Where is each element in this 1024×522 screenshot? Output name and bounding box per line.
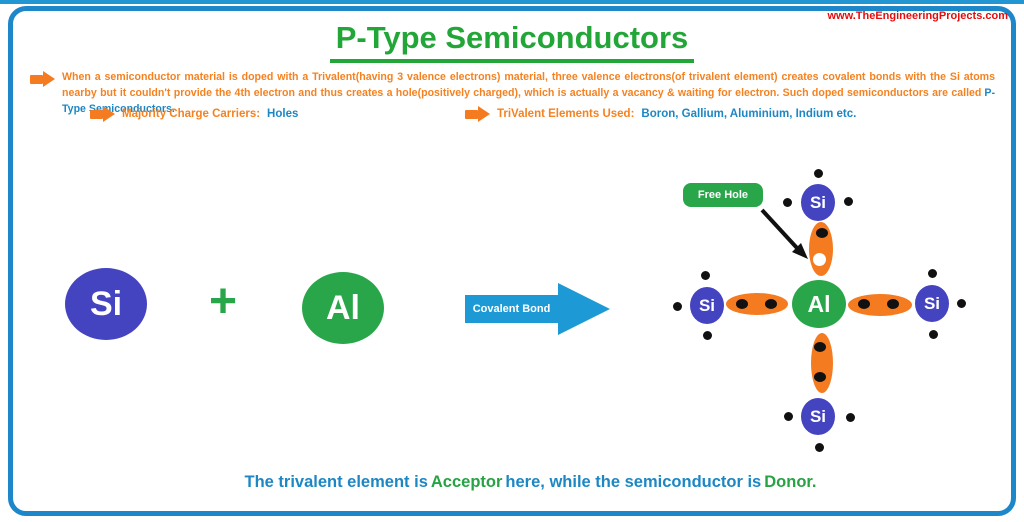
electron-dot	[957, 299, 966, 308]
covalent-bond-label: Covalent Bond	[472, 303, 551, 315]
hole-dot	[813, 253, 826, 266]
electron-dot	[765, 299, 777, 309]
electron-dot	[783, 198, 792, 207]
covalent-bond-arrow: Covalent Bond	[465, 283, 611, 335]
electron-dot	[816, 228, 828, 238]
free-hole-label: Free Hole	[683, 183, 763, 207]
diagram-frame	[8, 6, 1016, 516]
arrow-shaft	[30, 74, 43, 84]
covalent-bond-arrow-tip	[558, 283, 610, 335]
title-wrap: P-Type Semiconductors	[0, 20, 1024, 63]
arrow-head	[478, 106, 490, 122]
orange-arrow-icon	[90, 106, 115, 122]
page-title: P-Type Semiconductors	[329, 20, 695, 63]
footer-accent-acceptor: Acceptor	[430, 473, 503, 491]
footer-text-1: The trivalent element is	[244, 473, 428, 491]
footer-accent-donor: Donor.	[764, 473, 817, 491]
bullet-label: TriValent Elements Used:	[497, 108, 635, 120]
bullet-value: Holes	[267, 108, 299, 120]
electron-dot	[736, 299, 748, 309]
silicon-atom-lattice: Si	[915, 285, 949, 322]
silicon-atom-lattice: Si	[801, 184, 835, 221]
footer-text-2: here, while the semiconductor is	[505, 473, 762, 491]
free-hole-pointer-arrow	[760, 208, 808, 259]
aluminium-atom-lattice: Al	[792, 280, 846, 328]
silicon-atom-lattice: Si	[690, 287, 724, 324]
bullet-label: Majority Charge Carriers:	[122, 108, 261, 120]
silicon-atom-lattice: Si	[801, 398, 835, 435]
electron-dot	[887, 299, 899, 309]
bullet-trivalent-elements: TriValent Elements Used: Boron, Gallium,…	[465, 106, 856, 122]
intro-main-text: When a semiconductor material is doped w…	[62, 71, 995, 99]
silicon-atom-large: Si	[65, 268, 147, 340]
electron-dot	[703, 331, 712, 340]
top-edge-line	[0, 0, 1024, 4]
arrow-shaft	[465, 109, 478, 119]
electron-dot	[844, 197, 853, 206]
website-url: www.TheEngineeringProjects.com	[827, 10, 1008, 22]
bond-left	[726, 293, 788, 315]
arrow-shaft	[90, 109, 103, 119]
orange-arrow-icon	[465, 106, 490, 122]
electron-dot	[846, 413, 855, 422]
arrow-head	[43, 71, 55, 87]
electron-dot	[701, 271, 710, 280]
electron-dot	[815, 443, 824, 452]
electron-dot	[814, 372, 826, 382]
electron-dot	[673, 302, 682, 311]
electron-dot	[784, 412, 793, 421]
electron-dot	[814, 169, 823, 178]
covalent-bond-arrow-body: Covalent Bond	[465, 295, 558, 323]
orange-arrow-icon	[30, 71, 55, 87]
electron-dot	[814, 342, 826, 352]
bullet-majority-carriers: Majority Charge Carriers: Holes	[90, 106, 298, 122]
electron-dot	[928, 269, 937, 278]
aluminium-atom-large: Al	[302, 272, 384, 344]
electron-dot	[858, 299, 870, 309]
bullet-value: Boron, Gallium, Aluminium, Indium etc.	[641, 108, 857, 120]
plus-sign: +	[208, 275, 238, 328]
electron-dot	[929, 330, 938, 339]
arrow-head	[103, 106, 115, 122]
